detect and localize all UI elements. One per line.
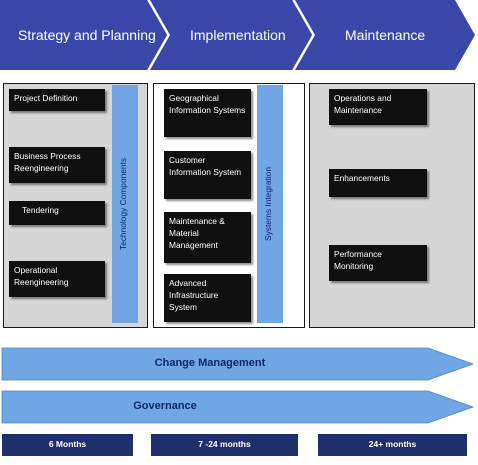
change-management-arrow: [1, 347, 475, 381]
operations-and-maintenance-box: Operations and Maintenance: [329, 89, 427, 125]
change-management-label: Change Management: [154, 357, 266, 369]
phase-chevron-maintenance: [295, 0, 475, 70]
performance-monitoring-box: Performance Monitoring: [329, 245, 427, 281]
systems-integration-label: Systems Integration: [263, 167, 273, 242]
technology-components-label: Technology Components: [118, 157, 128, 251]
operational-reengineering-box: Operational Reengineering: [9, 261, 105, 297]
phase-maintenance-label: Maintenance: [345, 27, 426, 43]
phase-strategy-label: Strategy and Planning: [18, 27, 156, 43]
project-definition-box: Project Definition: [9, 89, 105, 111]
technology-components-bar: [112, 85, 138, 323]
advanced-infrastructure-system-box: Advanced Infrastructure System: [164, 274, 251, 322]
timeline-7-24-months: 7 -24 months: [151, 434, 298, 456]
timeline-6-months: 6 Months: [2, 434, 133, 456]
governance-label: Governance: [133, 400, 197, 412]
timeline-24-plus-months: 24+ months: [318, 434, 467, 456]
business-process-reengineering-box: Business Process Reengineering: [9, 147, 105, 183]
tendering-box: Tendering: [9, 201, 105, 225]
systems-integration-bar: [257, 85, 283, 323]
maintenance-material-management-box: Maintenance & Material Management: [164, 212, 251, 263]
enhancements-box: Enhancements: [329, 169, 427, 197]
governance-arrow: [1, 390, 475, 424]
phase-chevron-implementation: [150, 0, 313, 70]
phase-chevron-strategy: [0, 0, 168, 70]
geographical-information-systems-box: Geographical Information Systems: [164, 89, 251, 137]
phase-implementation-label: Implementation: [190, 27, 286, 43]
customer-information-system-box: Customer Information System: [164, 151, 251, 199]
